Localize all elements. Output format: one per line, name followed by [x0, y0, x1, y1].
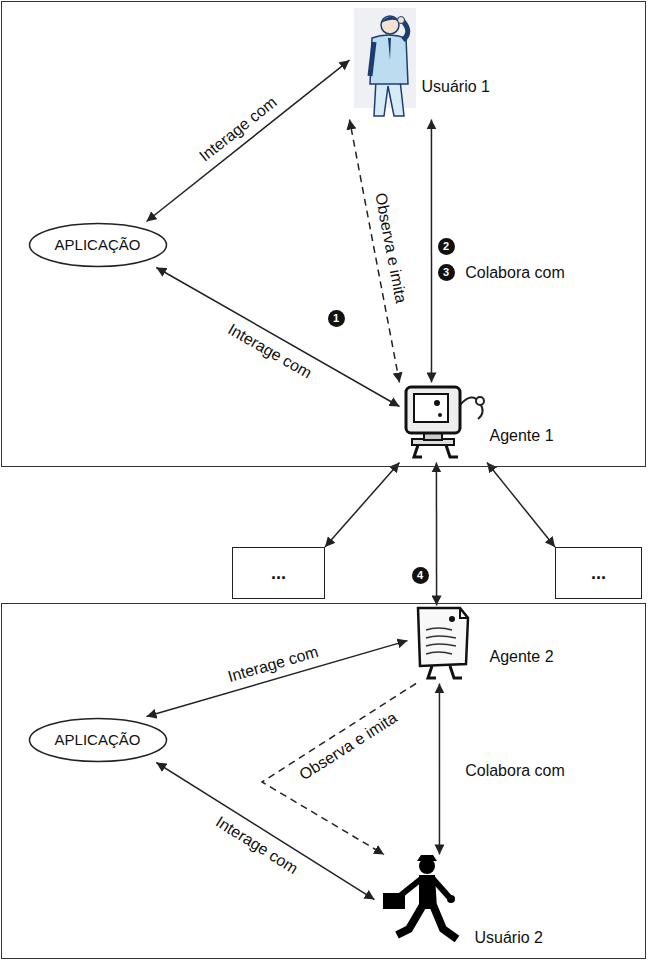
dashed-connector	[262, 684, 416, 855]
connector	[487, 463, 555, 548]
ellipse-outline	[29, 223, 166, 266]
application-ellipse: APLICAÇÃO	[28, 717, 168, 763]
panel: Agente 2 APLICAÇÃO Usuário 2	[1, 603, 646, 959]
application-ellipse: APLICAÇÃO	[28, 222, 168, 268]
user-label: Usuário 2	[475, 929, 543, 947]
edge-label: Interage com	[224, 641, 323, 686]
dashed-connector	[350, 120, 400, 383]
connector	[431, 120, 433, 383]
edge-label: Observa e imita	[370, 189, 410, 307]
connector	[325, 463, 400, 548]
panel: Usuário 1 APLICAÇÃO Agente 1	[1, 1, 646, 467]
application-label: APLICAÇÃO	[55, 731, 141, 748]
ellipse-outline	[29, 718, 166, 761]
callout-number: 2	[438, 238, 455, 255]
callout-number: 4	[412, 567, 429, 584]
agent-figure: Agente 2	[408, 606, 578, 684]
agent-label: Agente 2	[490, 648, 554, 666]
edge-label: Interage com	[194, 91, 282, 166]
connector	[147, 641, 408, 717]
user-figure-icon	[350, 8, 420, 120]
ellipsis-text: ...	[591, 563, 606, 584]
edge-label: Colabora com	[463, 263, 567, 282]
application-label: APLICAÇÃO	[55, 236, 141, 253]
edge-label: Interage com	[211, 811, 304, 879]
agent-figure-icon	[400, 383, 488, 463]
connector	[439, 684, 441, 855]
user-label: Usuário 1	[422, 78, 490, 96]
connector	[147, 60, 350, 221]
agent-label: Agente 1	[490, 427, 554, 445]
callout-number: 3	[438, 264, 455, 281]
agent-figure: Agente 1	[400, 383, 575, 463]
callout-number: 1	[328, 310, 345, 327]
user-figure: Usuário 1	[350, 8, 520, 120]
user-figure: Usuário 2	[375, 855, 565, 953]
ellipsis-box: ...	[232, 547, 325, 599]
connector	[156, 763, 374, 900]
ellipsis-box: ...	[555, 547, 642, 599]
connector	[156, 268, 399, 407]
edge-label: Colabora com	[463, 761, 567, 780]
connector	[436, 463, 438, 606]
edge-label: Observa e imita	[294, 706, 402, 785]
ellipsis-text: ...	[271, 563, 286, 584]
agent-figure-icon	[408, 606, 488, 684]
edge-label: Interage com	[223, 319, 317, 384]
user-figure-icon	[375, 855, 475, 953]
